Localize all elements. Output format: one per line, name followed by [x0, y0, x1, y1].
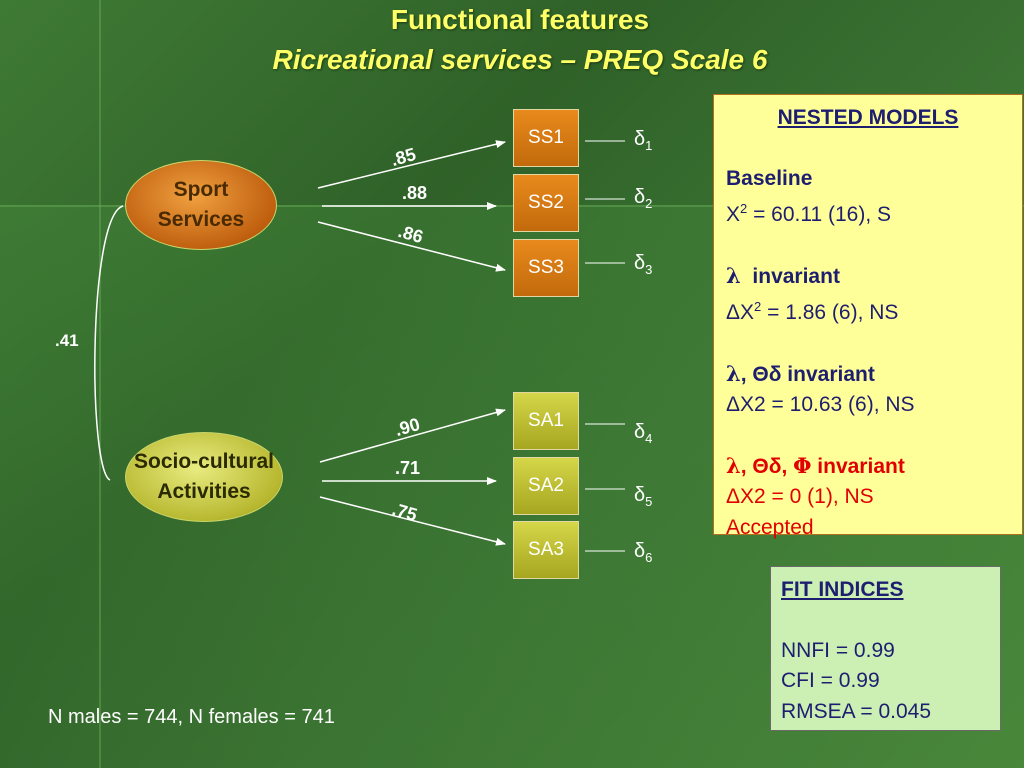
slide-subtitle: Ricreational services – PREQ Scale 6 — [272, 44, 768, 75]
indicator-sa3: SA3 — [513, 521, 579, 579]
error-delta-2-subscript: 2 — [645, 196, 653, 211]
indicator-sa2: SA2 — [513, 457, 579, 515]
arrow-socio-sa1 — [319, 408, 506, 463]
model-lambda-theta-label: λ, Θδ invariant — [726, 360, 875, 386]
loading-sa2: .71 — [395, 458, 421, 478]
model-lambda-theta-phi-label: λ, Θδ, Φ invariant — [726, 452, 905, 478]
error-delta-2-symbol: δ — [634, 186, 646, 208]
latent-sport-line1: Sport — [173, 178, 229, 201]
indicator-ss2: SS2 — [513, 174, 579, 232]
indicator-ss1: SS1 — [513, 109, 579, 167]
error-delta-6-subscript: 6 — [645, 550, 653, 565]
fit-rmsea: RMSEA = 0.045 — [781, 699, 932, 723]
fit-cfi: CFI = 0.99 — [781, 669, 880, 692]
error-delta-4-symbol: δ — [634, 421, 646, 443]
error-delta-2: δ2 — [634, 186, 652, 211]
error-delta-1: δ1 — [634, 128, 652, 153]
error-delta-1-subscript: 1 — [645, 138, 653, 153]
model-lambda-chi-square: ΔX2 = 1.86 (6), NS — [726, 299, 899, 324]
arrow-sport-ss1 — [317, 140, 506, 189]
arrow-sport-ss3 — [317, 221, 506, 272]
nested-models-box: NESTED MODELS Baseline X2 = 60.11 (16), … — [713, 94, 1023, 539]
error-delta-5-symbol: δ — [634, 484, 646, 506]
fit-indices-box: FIT INDICES NNFI = 0.99 CFI = 0.99 RMSEA… — [770, 566, 1001, 731]
error-delta-4: δ4 — [634, 421, 652, 446]
error-delta-3-symbol: δ — [634, 252, 646, 274]
fit-indices-header: FIT INDICES — [781, 578, 904, 601]
fit-nnfi: NNFI = 0.99 — [781, 638, 895, 662]
error-delta-6-symbol: δ — [634, 540, 646, 562]
latent-socio-line1: Socio-cultural — [133, 450, 275, 473]
correlation-label: .41 — [55, 331, 79, 350]
model-lambda-theta-phi-chi-square: ΔX2 = 0 (1), NS — [726, 485, 874, 508]
baseline-chi-square: X2 = 60.11 (16), S — [726, 201, 892, 226]
baseline-label: Baseline — [726, 166, 813, 190]
error-delta-3-subscript: 3 — [645, 262, 653, 277]
error-delta-3: δ3 — [634, 252, 652, 277]
model-accepted-status: Accepted — [726, 515, 814, 539]
arrow-socio-sa3 — [319, 496, 506, 546]
latent-sport-line2: Services — [157, 208, 245, 231]
nested-models-header: NESTED MODELS — [777, 106, 959, 129]
error-delta-5: δ5 — [634, 484, 652, 509]
background-horizontal-line — [0, 205, 1024, 207]
correlation-curve — [94, 205, 124, 481]
error-delta-6: δ6 — [634, 540, 652, 565]
error-delta-4-subscript: 4 — [645, 431, 653, 446]
latent-socio-line2: Activities — [157, 480, 251, 503]
loading-ss2: .88 — [402, 183, 428, 203]
background-vertical-line — [99, 0, 101, 768]
model-lambda-theta-chi-square: ΔX2 = 10.63 (6), NS — [726, 393, 915, 416]
slide-title: Functional features — [390, 4, 650, 35]
error-delta-5-subscript: 5 — [645, 494, 653, 509]
model-lambda-label: λ invariant — [726, 262, 840, 288]
error-delta-1-symbol: δ — [634, 128, 646, 150]
indicator-sa1: SA1 — [513, 392, 579, 450]
sample-size-note: N males = 744, N females = 741 — [48, 706, 335, 728]
indicator-ss3: SS3 — [513, 239, 579, 297]
